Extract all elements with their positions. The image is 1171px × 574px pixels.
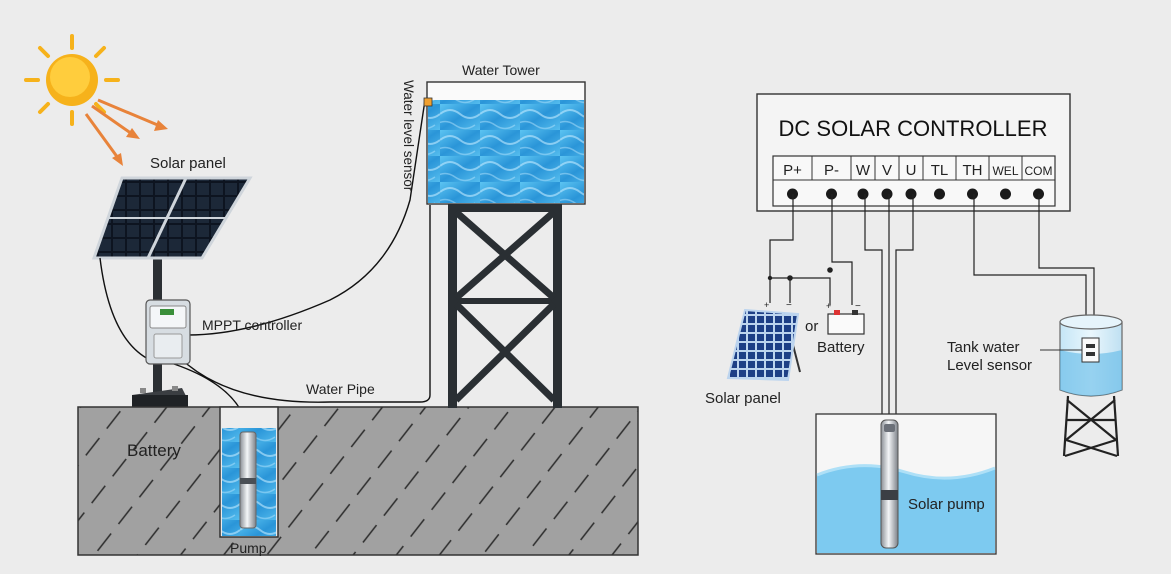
tank-sensor-label-line1: Tank water bbox=[947, 339, 1020, 356]
controller-title: DC SOLAR CONTROLLER bbox=[779, 116, 1048, 141]
or-label: or bbox=[805, 318, 818, 335]
water-tower-label: Water Tower bbox=[462, 62, 540, 78]
terminal-label-w: W bbox=[856, 162, 871, 179]
terminal-screw-icon bbox=[967, 188, 978, 200]
terminal-screw-icon bbox=[857, 188, 869, 200]
terminal-label-v: V bbox=[882, 162, 892, 179]
tank-level-sensor-icon bbox=[1081, 337, 1100, 363]
mppt-controller-label: MPPT controller bbox=[202, 317, 302, 333]
terminal-label-tl: TL bbox=[931, 162, 949, 179]
terminal-screw-icon bbox=[1000, 188, 1011, 200]
battery-minus-sign: − bbox=[855, 301, 861, 312]
sun-ray-arrows bbox=[84, 98, 168, 166]
level-sensor-icon bbox=[423, 97, 433, 107]
right-solar-panel-label: Solar panel bbox=[705, 390, 781, 407]
terminal-label-th: TH bbox=[963, 162, 983, 179]
solar-pump-label: Solar pump bbox=[908, 496, 985, 513]
battery-label: Battery bbox=[127, 441, 181, 460]
right-well bbox=[815, 413, 997, 555]
right-solar-panel-icon bbox=[726, 308, 801, 382]
terminal-label-com: COM bbox=[1025, 164, 1053, 178]
water-pipe-label: Water Pipe bbox=[306, 381, 375, 397]
terminal-label-pminus: P- bbox=[824, 162, 839, 179]
solar-panel-icon bbox=[91, 176, 253, 260]
terminal-label-pplus: P+ bbox=[783, 162, 802, 179]
water-level-sensor-label: Water level sensor bbox=[401, 80, 416, 192]
solar-pump-icon bbox=[880, 419, 899, 549]
submersible-pump-icon bbox=[239, 431, 257, 529]
solar-panel-label: Solar panel bbox=[150, 155, 226, 172]
wire-junctions bbox=[767, 267, 833, 281]
right-wires bbox=[769, 194, 1095, 420]
tank-icon bbox=[1059, 314, 1123, 458]
terminal-screw-icon bbox=[881, 188, 893, 200]
water-tower-icon bbox=[426, 81, 586, 408]
right-battery-label: Battery bbox=[817, 339, 865, 356]
terminal-label-wel: WEL bbox=[992, 164, 1018, 178]
terminal-screw-icon bbox=[905, 188, 917, 200]
mppt-controller-icon bbox=[145, 299, 191, 365]
panel-minus-sign: − bbox=[786, 300, 792, 311]
tank-sensor-label-line2: Level sensor bbox=[947, 357, 1032, 374]
sun-icon bbox=[24, 34, 120, 126]
terminal-screw-icon bbox=[934, 188, 945, 200]
pump-label: Pump bbox=[230, 540, 267, 556]
terminal-label-u: U bbox=[906, 162, 917, 179]
panel-plus-sign: + bbox=[764, 300, 769, 310]
battery-plus-sign: + bbox=[826, 301, 831, 311]
small-battery-icon bbox=[827, 310, 865, 335]
ground-block bbox=[77, 406, 639, 556]
left-wires bbox=[99, 99, 431, 431]
